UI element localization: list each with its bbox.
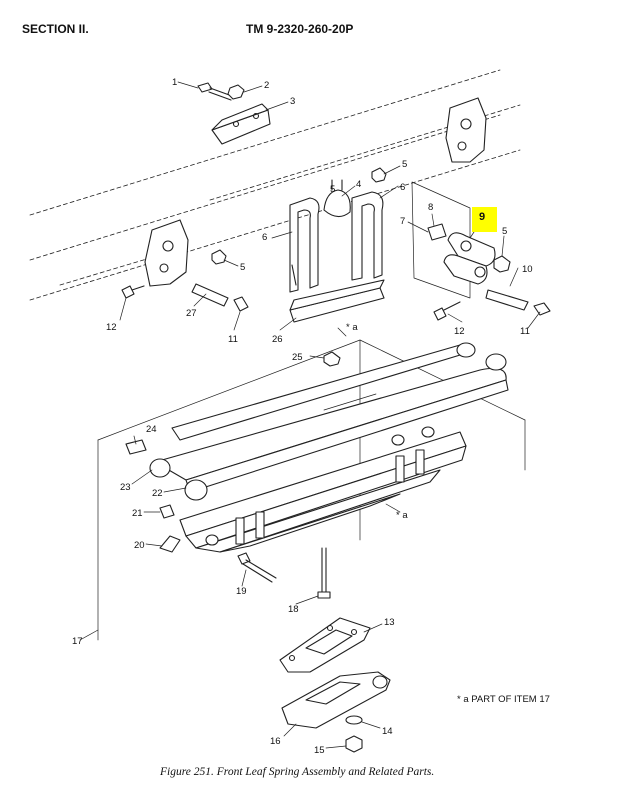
bushing-item-21 xyxy=(159,504,175,519)
callout-11-a: 11 xyxy=(228,334,238,345)
callout-26: 26 xyxy=(272,334,283,345)
callout-22: 22 xyxy=(152,488,163,499)
leader-lines xyxy=(79,81,541,749)
bushing-item-8 xyxy=(427,223,447,241)
washer-item-14 xyxy=(345,715,363,725)
callout-9-label: 9 xyxy=(479,211,486,223)
star-a-lower: * a xyxy=(396,510,408,521)
shackle-pin-item-10 xyxy=(485,289,551,316)
callout-6-a: 6 xyxy=(400,182,405,193)
highlighted-callout-9: 9 xyxy=(472,207,497,232)
callout-8: 8 xyxy=(428,202,433,213)
bolt-item-12-rear xyxy=(121,285,145,299)
spring-plate-item-13 xyxy=(279,617,371,673)
callout-13: 13 xyxy=(384,617,395,628)
callout-5-b: 5 xyxy=(240,262,245,273)
nut-item-2 xyxy=(227,84,245,100)
callout-15: 15 xyxy=(314,745,325,756)
nut-item-5-a xyxy=(211,249,227,265)
bushing-item-24 xyxy=(125,439,147,455)
u-bolt-right-item-6 xyxy=(351,191,384,281)
part-of-item-note: * a PART OF ITEM 17 xyxy=(457,694,550,705)
callout-27: 27 xyxy=(186,308,197,319)
callout-2: 2 xyxy=(264,80,269,91)
callout-3: 3 xyxy=(290,96,295,107)
callout-18: 18 xyxy=(288,604,299,615)
nut-item-15 xyxy=(345,735,363,753)
callout-25: 25 xyxy=(292,352,303,363)
callout-5-d: 5 xyxy=(330,184,335,195)
shackle-group-item-7 xyxy=(411,181,471,299)
callout-23: 23 xyxy=(120,482,131,493)
callout-5-c: 5 xyxy=(502,226,507,237)
u-bolt-left-item-6 xyxy=(289,197,320,293)
section-label: SECTION II. xyxy=(22,22,89,36)
callout-12-a: 12 xyxy=(106,322,117,333)
callout-6-b: 6 xyxy=(262,232,267,243)
callout-17: 17 xyxy=(72,636,83,647)
callout-12-b: 12 xyxy=(454,326,465,337)
main-leaf xyxy=(149,342,509,501)
callout-7: 7 xyxy=(400,216,405,227)
callout-19: 19 xyxy=(236,586,247,597)
nut-item-5-b xyxy=(371,167,387,183)
callout-4: 4 xyxy=(356,179,361,190)
callout-10: 10 xyxy=(522,264,533,275)
callout-5-a: 5 xyxy=(402,159,407,170)
callout-21: 21 xyxy=(132,508,143,519)
callout-20: 20 xyxy=(134,540,145,551)
spring-seat-item-26 xyxy=(289,279,385,323)
callout-16: 16 xyxy=(270,736,281,747)
callout-11-b: 11 xyxy=(520,326,530,337)
tm-number: TM 9-2320-260-20P xyxy=(246,22,354,36)
front-hanger-bracket xyxy=(445,97,487,163)
leaf-stack xyxy=(159,426,467,553)
callout-1: 1 xyxy=(172,77,177,88)
spring-seat-item-16 xyxy=(281,671,391,729)
callout-24: 24 xyxy=(146,424,157,435)
rear-hanger-bracket xyxy=(144,219,189,287)
star-a-upper: * a xyxy=(346,322,358,333)
bracket-item-3 xyxy=(211,103,271,145)
bolt-item-12-front xyxy=(433,301,461,321)
nut-item-25 xyxy=(323,351,341,367)
callout-14: 14 xyxy=(382,726,393,737)
bolt-item-19 xyxy=(237,552,277,583)
shackle-item-9 xyxy=(443,232,496,285)
bumper-item-4 xyxy=(323,179,351,218)
shackle-pin-item-27 xyxy=(191,283,249,312)
figure-caption: Figure 251. Front Leaf Spring Assembly a… xyxy=(160,766,435,778)
